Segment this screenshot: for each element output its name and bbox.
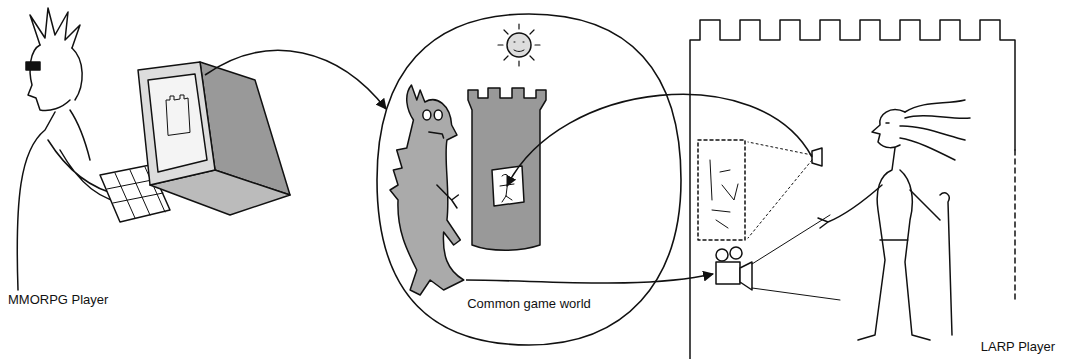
projector (812, 148, 822, 166)
tower-screen (492, 166, 524, 206)
mmorpg-player-figure (17, 8, 290, 290)
game-world-circle: Common game world (375, 12, 683, 347)
larp-player-figure (818, 100, 970, 340)
camera-reel (716, 249, 728, 261)
real-tower (690, 20, 1015, 359)
hair (30, 8, 80, 48)
curved-arrow (205, 50, 386, 109)
monitor-screen (138, 62, 215, 185)
screen-image (148, 74, 207, 172)
eye (886, 122, 889, 124)
monster-body (390, 85, 464, 295)
curved-arrow (507, 94, 812, 186)
curved-arrow (466, 274, 713, 283)
camera-body (716, 262, 740, 284)
projection-rays (748, 142, 812, 238)
arm (818, 185, 940, 228)
monster-arm (437, 185, 458, 208)
tower-wall-dashed (1014, 150, 1016, 300)
screen-tower (166, 95, 190, 135)
monster-eye (434, 110, 442, 120)
body (858, 148, 930, 340)
connectors (205, 50, 812, 283)
virtual-tower (468, 88, 546, 250)
node-label: MMORPG Player (6, 292, 110, 308)
sun-rays (498, 24, 540, 66)
camera-lens (740, 262, 752, 290)
face (28, 45, 82, 111)
tower-body (468, 88, 546, 250)
monster-mouth (429, 132, 444, 138)
camera-reel (730, 247, 742, 259)
camera-view-cone (752, 215, 840, 300)
projection-screen (698, 140, 745, 240)
sun-face (514, 42, 524, 52)
player-figure-box: LARP Player (685, 15, 1061, 357)
sun-symbol (498, 24, 540, 66)
monster-eye (423, 110, 431, 120)
node-label: LARP Player (979, 339, 1057, 355)
body (17, 110, 90, 290)
tower-outline (690, 20, 1015, 359)
projected-image (710, 160, 738, 228)
sun-disc (507, 33, 531, 57)
monster-figure (390, 85, 464, 295)
circle-outline-path (377, 14, 681, 345)
hair (900, 100, 970, 160)
cane (940, 193, 952, 335)
glasses (26, 62, 40, 70)
head (872, 110, 905, 148)
node-label: Common game world (465, 296, 593, 312)
player-figure-box: MMORPG Player (0, 15, 300, 310)
